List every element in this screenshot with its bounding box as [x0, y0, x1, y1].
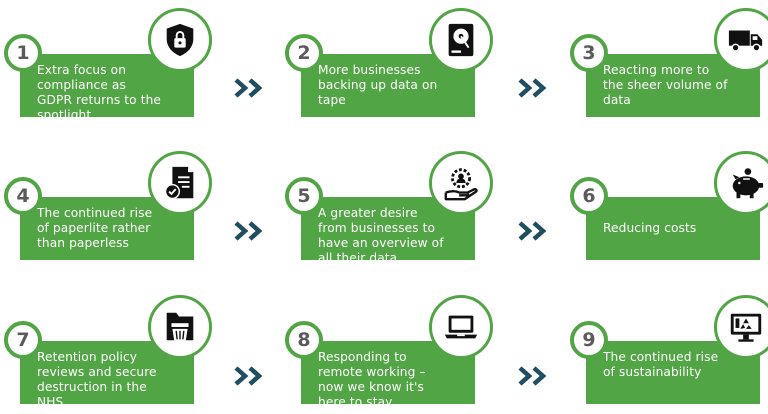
step-text: Reacting more to the sheer volume of dat…	[603, 63, 728, 107]
tape-drive-icon	[429, 8, 493, 72]
chevron-right-icon	[517, 78, 551, 98]
truck-icon	[714, 8, 768, 72]
recycle-monitor-icon	[714, 295, 768, 359]
step-number: 1	[4, 34, 42, 72]
shield-lock-icon	[148, 8, 212, 72]
piggy-bank-icon	[714, 151, 768, 215]
laptop-icon	[429, 295, 493, 359]
chevron-right-icon	[233, 78, 267, 98]
document-check-icon	[148, 151, 212, 215]
step-card-1: Extra focus on compliance as GDPR return…	[4, 8, 212, 122]
step-card-9: The continued rise of sustainability 9	[570, 295, 768, 404]
step-text: The continued rise of paperlite rather t…	[37, 206, 153, 250]
step-text: More businesses backing up data on tape	[318, 63, 438, 107]
step-number: 5	[285, 177, 323, 215]
step-number: 7	[4, 321, 42, 359]
chevron-right-icon	[517, 366, 551, 386]
step-text: Extra focus on compliance as GDPR return…	[37, 63, 162, 122]
step-number: 8	[285, 321, 323, 359]
step-number: 9	[570, 321, 608, 359]
step-card-5: A greater desire from businesses to have…	[285, 151, 493, 265]
chevron-right-icon	[517, 221, 551, 241]
step-card-7: Retention policy reviews and secure dest…	[4, 295, 212, 409]
step-text: Retention policy reviews and secure dest…	[37, 350, 157, 409]
step-number: 3	[570, 34, 608, 72]
step-card-6: Reducing costs 6	[570, 151, 768, 260]
hand-gear-person-icon	[429, 151, 493, 215]
step-number: 4	[4, 177, 42, 215]
step-card-3: Reacting more to the sheer volume of dat…	[570, 8, 768, 117]
chevron-right-icon	[233, 221, 267, 241]
step-text: The continued rise of sustainability	[603, 350, 719, 379]
step-number: 6	[570, 177, 608, 215]
folder-shred-icon	[148, 295, 212, 359]
step-text: Responding to remote working – now we kn…	[318, 350, 426, 409]
step-text: Reducing costs	[603, 221, 697, 235]
step-text: A greater desire from businesses to have…	[318, 206, 444, 265]
chevron-right-icon	[233, 366, 267, 386]
step-card-8: Responding to remote working – now we kn…	[285, 295, 493, 409]
step-card-4: The continued rise of paperlite rather t…	[4, 151, 212, 260]
step-number: 2	[285, 34, 323, 72]
step-card-2: More businesses backing up data on tape …	[285, 8, 493, 117]
